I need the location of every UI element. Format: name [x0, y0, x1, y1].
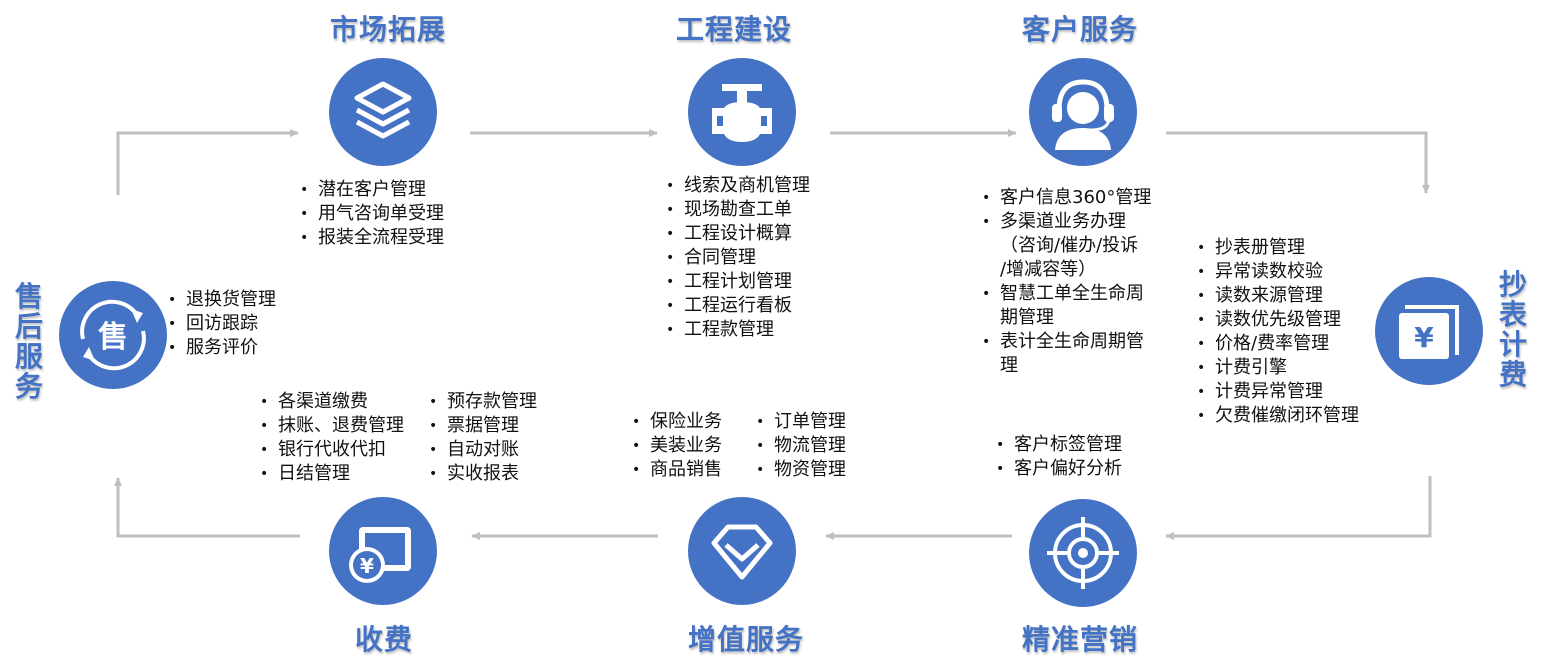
list-item: 日结管理	[256, 462, 404, 486]
value-added-title: 增值服务	[688, 623, 805, 656]
list-item: 预存款管理	[425, 390, 537, 414]
arrow-customer-service-to-meter-billing	[1166, 131, 1430, 194]
chevron-shield-icon	[688, 497, 796, 605]
yuan-bill-icon: ¥	[1375, 277, 1483, 385]
list-item: 读数优先级管理	[1193, 308, 1359, 332]
meter-billing-title: 抄表计费	[1498, 268, 1527, 391]
market-expansion-list: 潜在客户管理 用气咨询单受理 报装全流程受理	[296, 178, 444, 250]
valve-icon	[688, 58, 796, 166]
list-item-continuation: /增减容等）	[1000, 259, 1097, 280]
list-item: 保险业务	[628, 410, 722, 434]
list-item: 实收报表	[425, 462, 537, 486]
list-item: 计费异常管理	[1193, 380, 1359, 404]
sale-cycle-icon: 售	[59, 281, 167, 389]
list-item: 异常读数校验	[1193, 260, 1359, 284]
list-item: 各渠道缴费	[256, 390, 404, 414]
list-item: 计费引擎	[1193, 356, 1359, 380]
value-added-list-left: 保险业务 美装业务 商品销售	[628, 410, 722, 482]
charging-list-right: 预存款管理 票据管理 自动对账 实收报表	[425, 390, 537, 486]
list-item: 抹账、退费管理	[256, 414, 404, 438]
customer-service-list: 客户信息360°管理 多渠道业务办理 （咨询/催办/投诉 /增减容等） 智慧工单…	[978, 186, 1168, 378]
svg-text:¥: ¥	[360, 554, 374, 578]
list-item: 工程款管理	[662, 318, 810, 342]
engineering-title: 工程建设	[676, 13, 793, 46]
list-item: 工程设计概算	[662, 222, 810, 246]
list-item: 美装业务	[628, 434, 722, 458]
list-item: 订单管理	[752, 410, 846, 434]
value-added-list-right: 订单管理 物流管理 物资管理	[752, 410, 846, 482]
list-item: 智慧工单全生命周	[978, 282, 1168, 306]
list-item: 报装全流程受理	[296, 226, 444, 250]
list-item: 工程计划管理	[662, 270, 810, 294]
list-item: 多渠道业务办理	[978, 210, 1168, 234]
charging-list-left: 各渠道缴费 抹账、退费管理 银行代收代扣 日结管理	[256, 390, 404, 486]
list-item: 线索及商机管理	[662, 174, 810, 198]
list-item: 价格/费率管理	[1193, 332, 1359, 356]
list-item: 客户偏好分析	[992, 457, 1122, 481]
list-item: 票据管理	[425, 414, 537, 438]
list-item: 自动对账	[425, 438, 537, 462]
precision-marketing-list: 客户标签管理 客户偏好分析	[992, 433, 1122, 481]
list-item: 潜在客户管理	[296, 178, 444, 202]
list-item: 银行代收代扣	[256, 438, 404, 462]
after-sales-title: 售后服务	[14, 280, 43, 403]
list-item: 商品销售	[628, 458, 722, 482]
target-icon	[1029, 499, 1137, 607]
list-item-continuation: 期管理	[1000, 307, 1054, 328]
list-item: 回访跟踪	[164, 312, 276, 336]
list-item-continuation: 理	[1000, 355, 1018, 376]
svg-text:¥: ¥	[1414, 321, 1434, 354]
market-expansion-title: 市场拓展	[330, 13, 447, 46]
arrow-charging-to-after-sales	[114, 477, 300, 538]
charging-title: 收费	[355, 623, 414, 656]
list-item: 客户信息360°管理	[978, 186, 1168, 210]
precision-marketing-title: 精准营销	[1022, 623, 1139, 656]
list-item: 物资管理	[752, 458, 846, 482]
list-item: 表计全生命周期管	[978, 330, 1168, 354]
meter-billing-list: 抄表册管理 异常读数校验 读数来源管理 读数优先级管理 价格/费率管理 计费引擎…	[1193, 236, 1359, 428]
list-item: 工程运行看板	[662, 294, 810, 318]
list-item: 欠费催缴闭环管理	[1193, 404, 1359, 428]
engineering-list: 线索及商机管理 现场勘查工单 工程设计概算 合同管理 工程计划管理 工程运行看板…	[662, 174, 810, 342]
list-item: 读数来源管理	[1193, 284, 1359, 308]
list-item: 退换货管理	[164, 288, 276, 312]
layers-icon	[329, 58, 437, 166]
arrow-meter-billing-to-marketing	[1165, 476, 1432, 540]
headset-agent-icon	[1029, 58, 1137, 166]
list-item: 合同管理	[662, 246, 810, 270]
list-item: 现场勘查工单	[662, 198, 810, 222]
after-sales-list: 退换货管理 回访跟踪 服务评价	[164, 288, 276, 360]
list-item: 用气咨询单受理	[296, 202, 444, 226]
list-item: 服务评价	[164, 336, 276, 360]
list-item: 物流管理	[752, 434, 846, 458]
sale-char: 售	[98, 320, 128, 355]
list-item: 抄表册管理	[1193, 236, 1359, 260]
list-item-continuation: （咨询/催办/投诉	[1000, 235, 1139, 256]
list-item: 客户标签管理	[992, 433, 1122, 457]
arrow-after-sales-to-market	[116, 129, 299, 195]
customer-service-title: 客户服务	[1022, 13, 1139, 46]
yuan-card-icon: ¥	[329, 497, 437, 605]
